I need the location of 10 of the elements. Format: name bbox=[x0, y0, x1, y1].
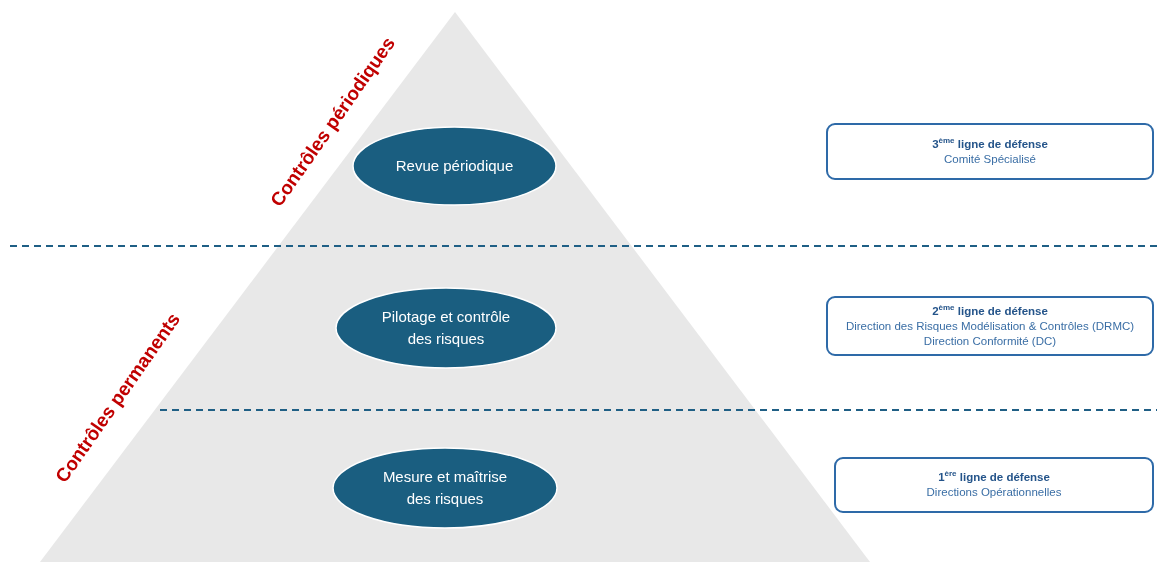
box-text: Directions Opérationnelles bbox=[926, 485, 1062, 500]
level-label: Revue périodique bbox=[395, 156, 514, 176]
box-heading: 1$^{ère}$ ligne de défense bbox=[938, 470, 1050, 485]
level-label: Mesure et maîtrise des risques bbox=[381, 467, 509, 509]
box-text: Comité Spécialisé bbox=[943, 151, 1036, 167]
box-heading: 2$^{ème}$ ligne de défense bbox=[932, 303, 1048, 319]
box-text: Direction des Risques Modélisation & Contrôles (DRMC) bbox=[845, 318, 1135, 334]
level-label: Pilotage et contrôle des risques bbox=[381, 307, 511, 349]
box-text: Direction Conformité (DC) bbox=[923, 333, 1057, 349]
box-heading: 3$^{ème}$ ligne de défense bbox=[932, 136, 1048, 152]
